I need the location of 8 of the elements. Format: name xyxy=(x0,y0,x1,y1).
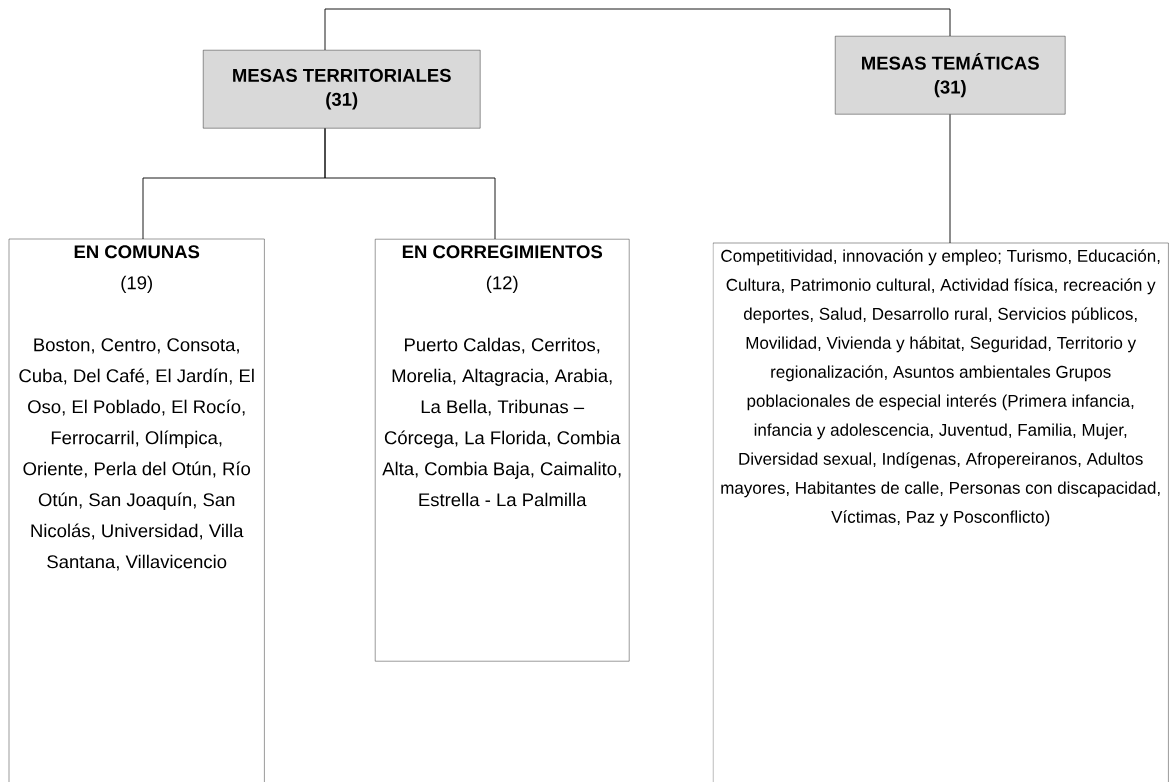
list-box: Competitividad, innovación y empleo; Turismo, Educación, Cultura, Patrimonio cultural, Actividad física, recreación y deportes, Salud, Desarrollo rural, Servicios públicos, Movilidad, Vivienda y hábitat, Seguridad, Territorio y regionalización, Asuntos ambientales Grupos poblacionales de especial interés (Primera infancia, infancia y adolescencia, Juventud, Familia, Mujer, Diversidad sexual, Indígenas, Afropereiranos, Adultos mayores, Habitantes de calle, Personas con discapacidad, Víctimas, Paz y Posconflicto) xyxy=(712,242,1169,782)
list-box: EN COMUNAS (19) Boston, Centro, Consota, Cuba, Del Café, El Jardín, El Oso, El Poblado, El Rocío, Ferrocarril, Olímpica, Oriente, Perla del Otún, Río Otún, San Joaquín, San Nicolás, Universidad, Villa Santana, Villavicencio xyxy=(8,238,265,782)
connector-line xyxy=(949,113,951,244)
connector-line xyxy=(324,8,951,51)
connector-line xyxy=(324,127,496,240)
list-box: EN CORREGIMIENTOS (12) Puerto Caldas, Cerritos, Morelia, Altagracia, Arabia, La Bella, Tribunas – Córcega, La Florida, Combia Alta, Combia Baja, Caimalito, Estrella - La Palmilla xyxy=(375,239,630,662)
category-box: MESAS TERRITORIALES (31) xyxy=(203,50,481,129)
category-box: MESAS TEMÁTICAS (31) xyxy=(835,36,1066,115)
